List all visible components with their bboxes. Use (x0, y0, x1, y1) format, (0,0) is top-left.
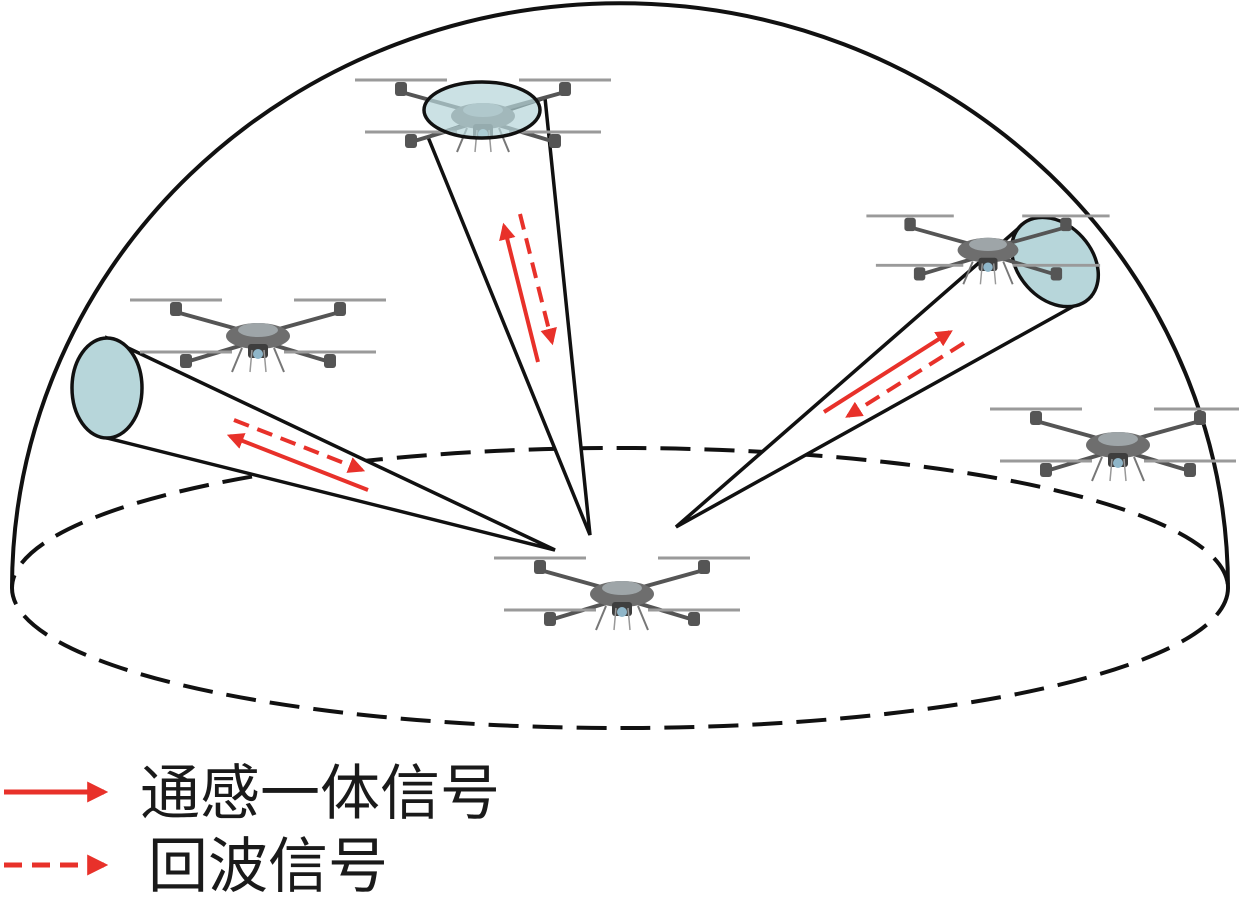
hemisphere-base-ellipse (10, 446, 1230, 730)
signal-arrow-solid-right (822, 330, 953, 414)
legend-label-echo-signal: 回波信号 (148, 832, 388, 899)
beam-right (674, 215, 1101, 529)
legend: 通感一体信号 回波信号 (4, 759, 500, 899)
beam-top-cap (422, 80, 542, 140)
signal-arrow-solid-left (226, 433, 369, 492)
beam-top (425, 95, 592, 536)
signal-arrow-solid-top (499, 222, 540, 363)
signal-arrow-dashed-top (518, 213, 557, 346)
drone-icon (128, 298, 388, 374)
beam-left (70, 335, 556, 552)
legend-label-isac-signal: 通感一体信号 (140, 759, 500, 829)
drone-icon (988, 407, 1239, 483)
signal-arrow-dashed-right (845, 341, 966, 418)
signal-arrow-dashed-left (233, 418, 366, 473)
drone-icon (492, 556, 752, 632)
hemisphere-dome (10, 1, 1230, 589)
